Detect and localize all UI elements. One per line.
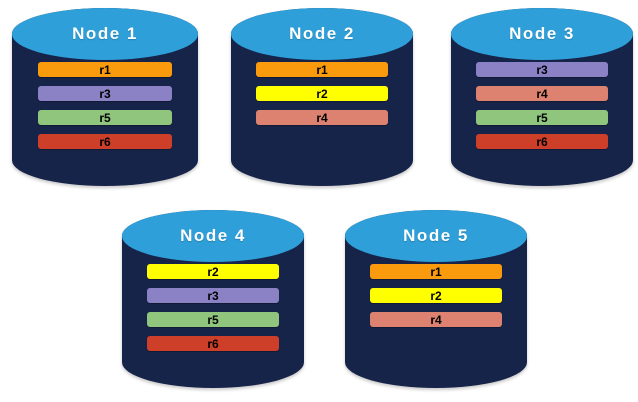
record-list: r1 r2 r4 (256, 62, 388, 126)
database-node-1[interactable]: Node 1 r1 r3 r5 r6 (12, 8, 198, 186)
record-bar[interactable]: r3 (38, 86, 172, 102)
record-bar[interactable]: r6 (38, 134, 172, 150)
record-label: r4 (316, 110, 328, 125)
record-bar[interactable]: r4 (370, 312, 502, 328)
record-label: r3 (536, 62, 548, 77)
node-title: Node 5 (403, 225, 469, 245)
node-title: Node 3 (509, 23, 575, 43)
record-bar[interactable]: r3 (476, 62, 608, 78)
node-title: Node 4 (180, 225, 246, 245)
record-bar[interactable]: r4 (476, 86, 608, 102)
record-label: r6 (99, 134, 111, 149)
record-bar[interactable]: r4 (256, 110, 388, 126)
node-title: Node 1 (72, 23, 138, 43)
record-label: r5 (207, 312, 219, 327)
database-node-4[interactable]: Node 4 r2 r3 r5 r6 (122, 210, 304, 388)
record-list: r1 r2 r4 (370, 264, 502, 328)
record-bar[interactable]: r1 (256, 62, 388, 78)
record-label: r6 (207, 336, 219, 351)
record-list: r1 r3 r5 r6 (38, 62, 172, 150)
database-node-2[interactable]: Node 2 r1 r2 r4 (231, 8, 413, 186)
record-label: r5 (99, 110, 111, 125)
database-node-3[interactable]: Node 3 r3 r4 r5 r6 (451, 8, 633, 186)
record-bar[interactable]: r2 (370, 288, 502, 304)
record-label: r3 (99, 86, 111, 101)
record-bar[interactable]: r5 (147, 312, 279, 328)
record-label: r4 (430, 312, 442, 327)
record-bar[interactable]: r5 (38, 110, 172, 126)
record-label: r1 (430, 264, 442, 279)
record-list: r3 r4 r5 r6 (476, 62, 608, 150)
record-label: r1 (316, 62, 328, 77)
record-bar[interactable]: r2 (256, 86, 388, 102)
cylinder-top-icon: Node 4 (122, 210, 304, 262)
record-label: r1 (99, 62, 111, 77)
record-label: r4 (536, 86, 548, 101)
cylinder-top-icon: Node 3 (451, 8, 633, 60)
record-bar[interactable]: r1 (38, 62, 172, 78)
record-bar[interactable]: r6 (476, 134, 608, 150)
record-bar[interactable]: r3 (147, 288, 279, 304)
record-bar[interactable]: r6 (147, 336, 279, 352)
record-label: r2 (316, 86, 328, 101)
record-bar[interactable]: r1 (370, 264, 502, 280)
record-label: r2 (430, 288, 442, 303)
record-label: r3 (207, 288, 219, 303)
record-bar[interactable]: r5 (476, 110, 608, 126)
cylinder-top-icon: Node 1 (12, 8, 198, 60)
cylinder-top-icon: Node 2 (231, 8, 413, 60)
record-label: r6 (536, 134, 548, 149)
cylinder-top-icon: Node 5 (345, 210, 527, 262)
database-node-5[interactable]: Node 5 r1 r2 r4 (345, 210, 527, 388)
record-bar[interactable]: r2 (147, 264, 279, 280)
node-title: Node 2 (289, 23, 355, 43)
record-list: r2 r3 r5 r6 (147, 264, 279, 352)
record-label: r5 (536, 110, 548, 125)
record-label: r2 (207, 264, 219, 279)
